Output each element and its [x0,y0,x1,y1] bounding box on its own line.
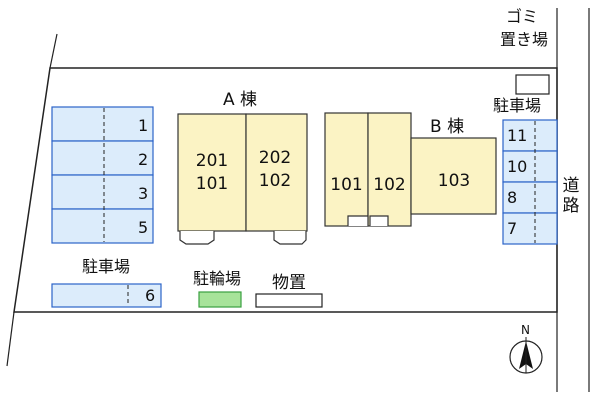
building-a-step [179,231,215,245]
unit-number: 102 [373,175,406,195]
garbage-label-line2: 置き場 [500,30,549,49]
bicycle-label: 駐輪場 [193,269,242,288]
building-b-unit-3 [410,137,497,215]
parking-space [51,174,154,210]
parking-space [502,150,558,183]
parking-space [502,119,558,152]
parking-space-number: 2 [138,150,149,169]
parking-space [51,106,154,142]
boundary-extension-top [49,33,58,69]
building-b-notch [347,215,369,226]
unit-number: 101 [195,174,229,194]
parking-space [51,208,154,244]
building-b-label: B 棟 [430,117,465,137]
parking-right-block [502,119,558,245]
building-b-notch [369,215,389,226]
north-arrow [509,337,543,374]
garbage-label-line1: ゴミ [506,7,539,26]
unit-number: 202 [258,148,292,168]
building-b [324,112,497,227]
unit-number: 102 [258,171,292,191]
parking-space-number-bottom: 6 [145,286,156,305]
bicycle-parking [198,291,242,308]
parking-space [502,212,558,245]
parking-right-label: 駐車場 [493,96,542,115]
parking-space-number: 7 [507,219,518,238]
building-b-unit-1 [324,112,369,227]
parking-space-bottom [51,283,162,308]
building-b-unit-2 [367,112,412,227]
parking-space-number: 1 [138,116,149,135]
parking-space-number: 10 [507,157,528,176]
parking-left-label: 駐車場 [82,257,131,276]
building-a-unit-left [177,113,247,232]
road-label-line2: 路 [562,196,580,216]
building-a [177,113,308,245]
unit-number: 103 [437,171,471,191]
building-a-unit-right [245,113,308,232]
building-a-label: A 棟 [223,90,258,110]
boundary-extension-bottom [6,311,15,367]
parking-space-number: 5 [138,218,149,237]
storage-shed [255,293,323,308]
storage-label: 物置 [272,273,306,293]
road-label-line1: 道 [562,176,580,196]
building-a-step [273,231,307,245]
parking-space-number: 11 [507,126,528,145]
parking-space [502,181,558,214]
unit-number: 101 [330,175,363,195]
parking-space [51,140,154,176]
unit-number: 201 [195,151,229,171]
parking-space-number: 8 [507,188,518,207]
parking-left-block [51,106,154,244]
parking-space-number: 3 [138,184,149,203]
north-label: N [521,323,530,337]
garbage-area [515,74,550,95]
